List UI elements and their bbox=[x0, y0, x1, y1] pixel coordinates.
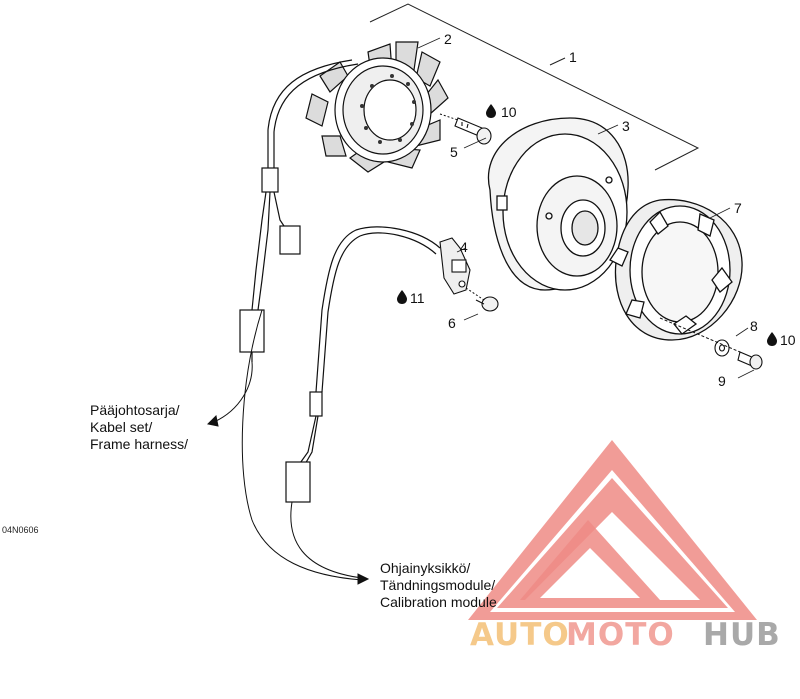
callout-3: 3 bbox=[622, 118, 630, 134]
callout-8: 8 bbox=[750, 318, 758, 334]
callout-numbers: 1 2 3 4 5 6 7 8 9 10 10 11 bbox=[410, 31, 796, 389]
frame-harness-line-2: Kabel set/ bbox=[90, 419, 152, 435]
callout-6: 6 bbox=[448, 315, 456, 331]
callout-1: 1 bbox=[569, 49, 577, 65]
assembly-bracket-line bbox=[369, 3, 700, 171]
calibration-module-line-3: Calibration module bbox=[380, 594, 497, 610]
stator-part bbox=[305, 41, 449, 173]
callout-2: 2 bbox=[444, 31, 452, 47]
trigger-washer bbox=[714, 339, 730, 357]
trigger-sensor-part bbox=[439, 237, 471, 295]
callout-5: 5 bbox=[450, 144, 458, 160]
frame-harness-line-1: Pääjohtosarja/ bbox=[90, 402, 180, 418]
logo-moto: MOTO bbox=[566, 617, 675, 653]
frame-harness-label: Pääjohtosarja/ Kabel set/ Frame harness/ bbox=[90, 402, 188, 452]
automotohub-logo: AUTO MOTO HUB bbox=[468, 440, 781, 653]
calibration-module-label: Ohjainyksikkö/ Tändningsmodule/ Calibrat… bbox=[380, 560, 497, 610]
callout-10-trigger-screw: 10 bbox=[780, 332, 796, 348]
callout-11: 11 bbox=[410, 290, 425, 306]
calibration-module-line-2: Tändningsmodule/ bbox=[380, 577, 495, 593]
sensor-screw bbox=[475, 296, 499, 312]
callout-4: 4 bbox=[460, 239, 468, 255]
trigger-screw bbox=[737, 351, 763, 370]
calibration-module-arrow bbox=[241, 309, 370, 585]
callout-10-stator-bolt: 10 bbox=[501, 104, 517, 120]
callout-9: 9 bbox=[718, 373, 726, 389]
flywheel-rotor-part bbox=[487, 117, 629, 291]
reference-code: 04N0606 bbox=[2, 525, 39, 535]
lubricant-drop-icon bbox=[397, 104, 777, 346]
trigger-ring-part bbox=[609, 198, 743, 341]
frame-harness-line-3: Frame harness/ bbox=[90, 436, 188, 452]
leader-lines bbox=[417, 37, 755, 379]
stator-bolt bbox=[454, 117, 492, 145]
logo-auto: AUTO bbox=[470, 617, 570, 653]
callout-7: 7 bbox=[734, 200, 742, 216]
sensor-wiring-harness bbox=[285, 226, 441, 503]
calibration-module-line-1: Ohjainyksikkö/ bbox=[380, 560, 470, 576]
frame-harness-arrow bbox=[206, 361, 253, 427]
logo-hub: HUB bbox=[703, 617, 781, 653]
